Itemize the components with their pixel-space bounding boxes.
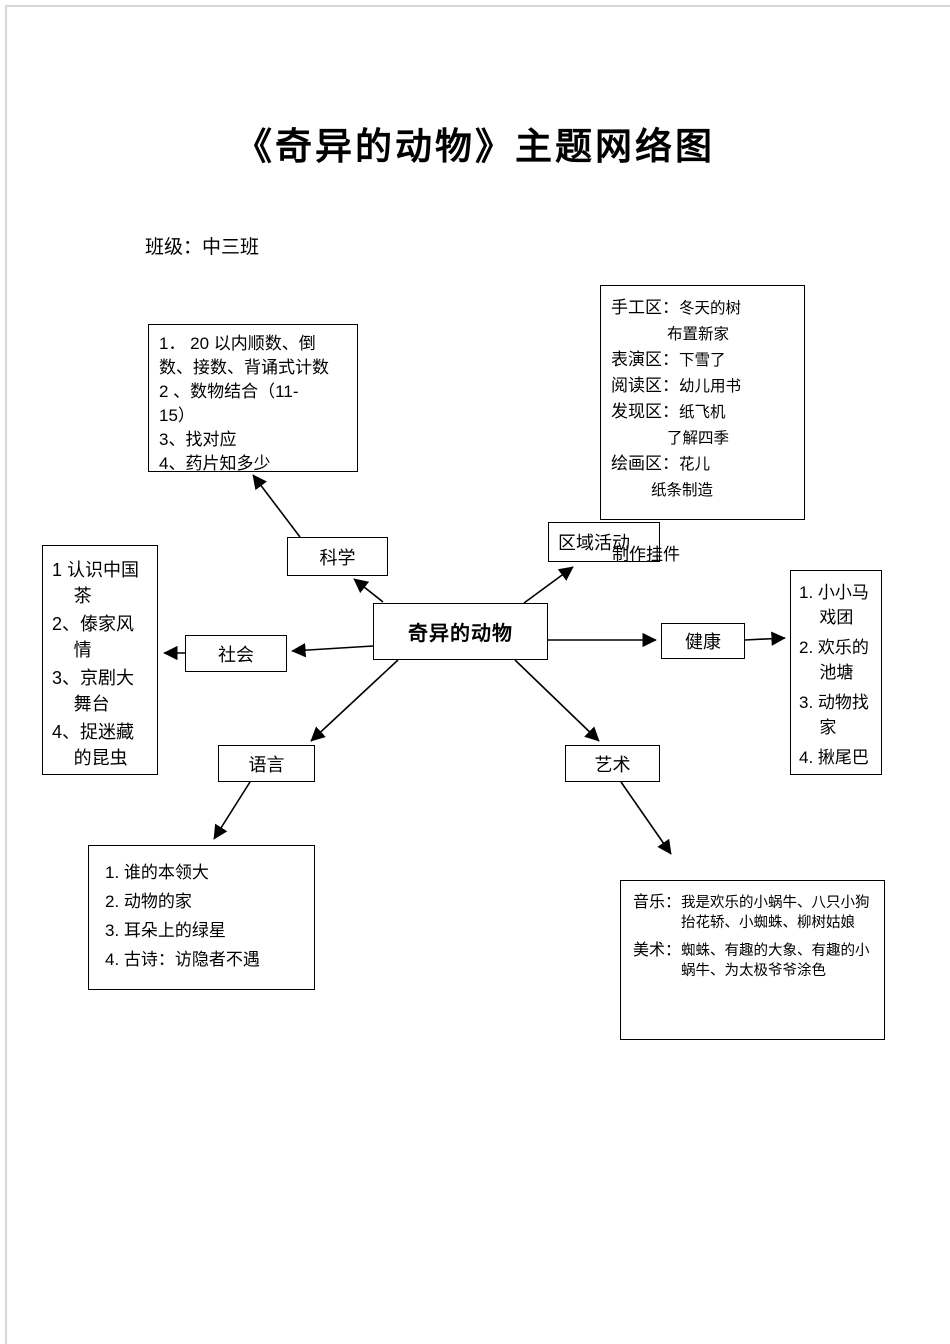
language-item: 1. 谁的本领大 — [105, 863, 209, 882]
art-entry-label: 音乐： — [633, 894, 682, 911]
corner-row: 了解四季 — [611, 425, 794, 451]
health-item: 3. 动物找家 — [799, 693, 869, 737]
corner-row-text: 纸条制造 — [651, 482, 714, 499]
box-health-list: 1. 小小马戏团 2. 欢乐的池塘 3. 动物找家 4. 揪尾巴 — [790, 570, 882, 775]
arrow-health-to-list — [744, 631, 786, 646]
corner-row: 表演区：下雪了 — [611, 347, 794, 373]
society-item: 1 认识中国茶 — [52, 560, 140, 606]
corner-row-text: 冬天的树 — [679, 300, 742, 317]
corner-row: 绘画区：花儿 — [611, 451, 794, 477]
area-activity-note: 制作挂件 — [612, 545, 680, 564]
art-entry-text: 我是欢乐的小蜗牛、八只小狗抬花轿、小蜘蛛、柳树姑娘 — [681, 895, 870, 931]
health-item: 4. 揪尾巴 — [799, 748, 869, 767]
art-entry: 美术： 蜘蛛、有趣的大象、有趣的小蜗牛、为太极爷爷涂色 — [633, 941, 872, 981]
art-entry-label: 美术： — [633, 942, 682, 959]
corner-row: 手工区：冬天的树 — [611, 295, 794, 321]
corner-row-label: 绘画区： — [611, 454, 679, 473]
society-item: 3、京剧大舞台 — [52, 668, 135, 714]
art-entry-text: 蜘蛛、有趣的大象、有趣的小蜗牛、为太极爷爷涂色 — [681, 943, 870, 979]
art-entry: 音乐： 我是欢乐的小蜗牛、八只小狗抬花轿、小蜘蛛、柳树姑娘 — [633, 893, 872, 933]
corner-row: 阅读区：幼儿用书 — [611, 373, 794, 399]
math-line: 2 、数物结合（11- — [159, 382, 299, 401]
box-society-list: 1 认识中国茶 2、傣家风情 3、京剧大舞台 4、捉迷藏的昆虫 — [42, 545, 158, 775]
node-society: 社会 — [185, 635, 287, 672]
language-item: 4. 古诗：访隐者不遇 — [105, 950, 260, 969]
language-item: 3. 耳朵上的绿星 — [105, 921, 226, 940]
corner-row: 布置新家 — [611, 321, 794, 347]
arrow-art-to-list — [620, 781, 672, 855]
box-art-list: 音乐： 我是欢乐的小蜗牛、八只小狗抬花轿、小蜘蛛、柳树姑娘 美术： 蜘蛛、有趣的… — [620, 880, 885, 1040]
corner-row-label: 发现区： — [611, 402, 679, 421]
health-item: 2. 欢乐的池塘 — [799, 638, 869, 682]
box-math-list: 1． 20 以内顺数、倒 数、接数、背诵式计数 2 、数物结合（11- 15） … — [148, 324, 358, 473]
arrow-center-to-art — [514, 659, 600, 742]
central-node: 奇异的动物 — [373, 603, 548, 660]
society-item: 2、傣家风情 — [52, 614, 135, 660]
math-line: 15） — [159, 406, 195, 425]
node-area-activity: 区域活动 — [548, 522, 660, 562]
arrow-center-to-area — [523, 566, 574, 604]
math-line: 数、接数、背诵式计数 — [159, 358, 329, 377]
math-line: 4、药片知多少 — [159, 454, 271, 473]
node-science: 科学 — [287, 537, 388, 576]
arrow-center-to-society — [291, 642, 374, 658]
corner-row-text: 布置新家 — [667, 326, 730, 343]
box-language-list: 1. 谁的本领大 2. 动物的家 3. 耳朵上的绿星 4. 古诗：访隐者不遇 — [88, 845, 315, 990]
arrow-center-to-science — [353, 578, 384, 603]
math-line: 1． 20 以内顺数、倒 — [159, 334, 316, 353]
corner-row-text: 幼儿用书 — [679, 378, 742, 395]
arrow-science-to-math — [252, 474, 301, 538]
corner-row-label: 手工区： — [611, 298, 679, 317]
corner-row-text: 下雪了 — [679, 352, 726, 369]
arrow-language-to-list — [213, 781, 251, 840]
math-line: 3、找对应 — [159, 430, 237, 449]
health-item: 1. 小小马戏团 — [799, 583, 869, 627]
corner-row: 发现区：纸飞机 — [611, 399, 794, 425]
society-item: 4、捉迷藏的昆虫 — [52, 722, 135, 768]
node-health: 健康 — [661, 623, 745, 659]
corner-row-text: 纸飞机 — [679, 404, 726, 421]
corner-row: 纸条制造 — [611, 477, 794, 503]
corner-row-text: 了解四季 — [667, 430, 730, 447]
node-art: 艺术 — [565, 745, 660, 782]
corner-row-label: 表演区： — [611, 350, 679, 369]
node-language: 语言 — [218, 745, 315, 782]
arrow-center-to-language — [310, 659, 399, 742]
corner-row-text: 花儿 — [679, 456, 711, 473]
corner-row-label: 阅读区： — [611, 376, 679, 395]
class-label: 班级：中三班 — [145, 237, 260, 258]
language-item: 2. 动物的家 — [105, 892, 192, 911]
doc-title: 《奇异的动物》主题网络图 — [235, 127, 715, 168]
box-corner-activities: 手工区：冬天的树 布置新家 表演区：下雪了 阅读区：幼儿用书 发现区：纸飞机 了… — [600, 285, 805, 520]
